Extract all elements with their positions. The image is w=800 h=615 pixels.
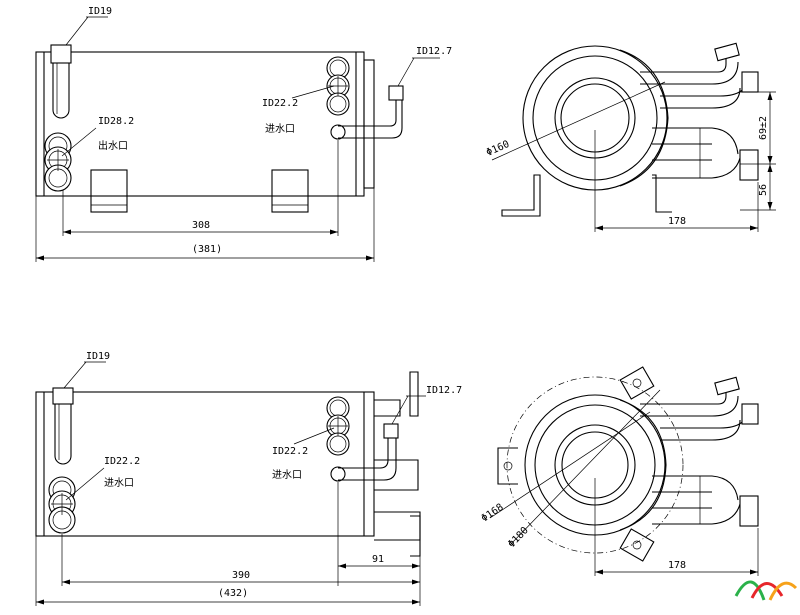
outlet-port-b	[48, 476, 76, 534]
inlet-label-b: ID19	[86, 351, 110, 362]
water-in-port	[326, 56, 350, 116]
water-in-port-b	[326, 396, 350, 456]
top-end-view: Φ160 178 69±2 56	[485, 42, 776, 232]
dim-tol-label: 69±2	[758, 116, 769, 140]
small-pipe-label: ID12.7	[416, 46, 452, 57]
top-side-view: ID19 ID28.2 出水口 ID22.2 进水口	[35, 6, 452, 262]
outlet-cn-label: 出水口	[98, 139, 128, 152]
inlet-label: ID19	[88, 6, 112, 17]
outlet-cn-label-b: 进水口	[104, 477, 134, 489]
outlet-port	[44, 132, 72, 192]
outlet-label: ID28.2	[98, 116, 134, 127]
bottom-end-view: Φ168 Φ180 178	[480, 366, 759, 576]
inlet-pipe-b	[52, 387, 74, 465]
pipe-bundle-b	[640, 376, 759, 527]
diameter-outer-label: Φ180	[506, 525, 531, 550]
water-in-label-b: ID22.2	[272, 446, 308, 457]
inlet-pipe	[50, 44, 72, 119]
dim-inner: 308	[192, 220, 210, 231]
dim-width-label: 178	[668, 216, 686, 227]
water-in-label: ID22.2	[262, 98, 298, 109]
bottom-side-view: ID19 ID22.2 进水口 ID22.2 进水口	[35, 351, 462, 606]
diameter-inner-label: Φ168	[480, 502, 506, 525]
dim-inner-b: 390	[232, 570, 250, 581]
water-in-cn-label-b: 进水口	[272, 469, 302, 481]
water-in-cn-label: 进水口	[265, 123, 295, 135]
dim-height-label: 56	[758, 184, 769, 196]
dim-overall-b: (432)	[218, 588, 248, 599]
dim-width-label-b: 178	[668, 560, 686, 571]
outlet-label-b: ID22.2	[104, 456, 140, 467]
logo-mark-icon	[734, 580, 798, 601]
pipe-bundle	[640, 42, 759, 181]
small-pipe	[330, 85, 404, 140]
small-pipe-b	[330, 423, 399, 482]
diameter-label: Φ160	[485, 139, 511, 159]
dim-overall: (381)	[192, 244, 222, 255]
small-pipe-label-b: ID12.7	[426, 385, 462, 396]
dim-bracket-label: 91	[372, 554, 384, 565]
